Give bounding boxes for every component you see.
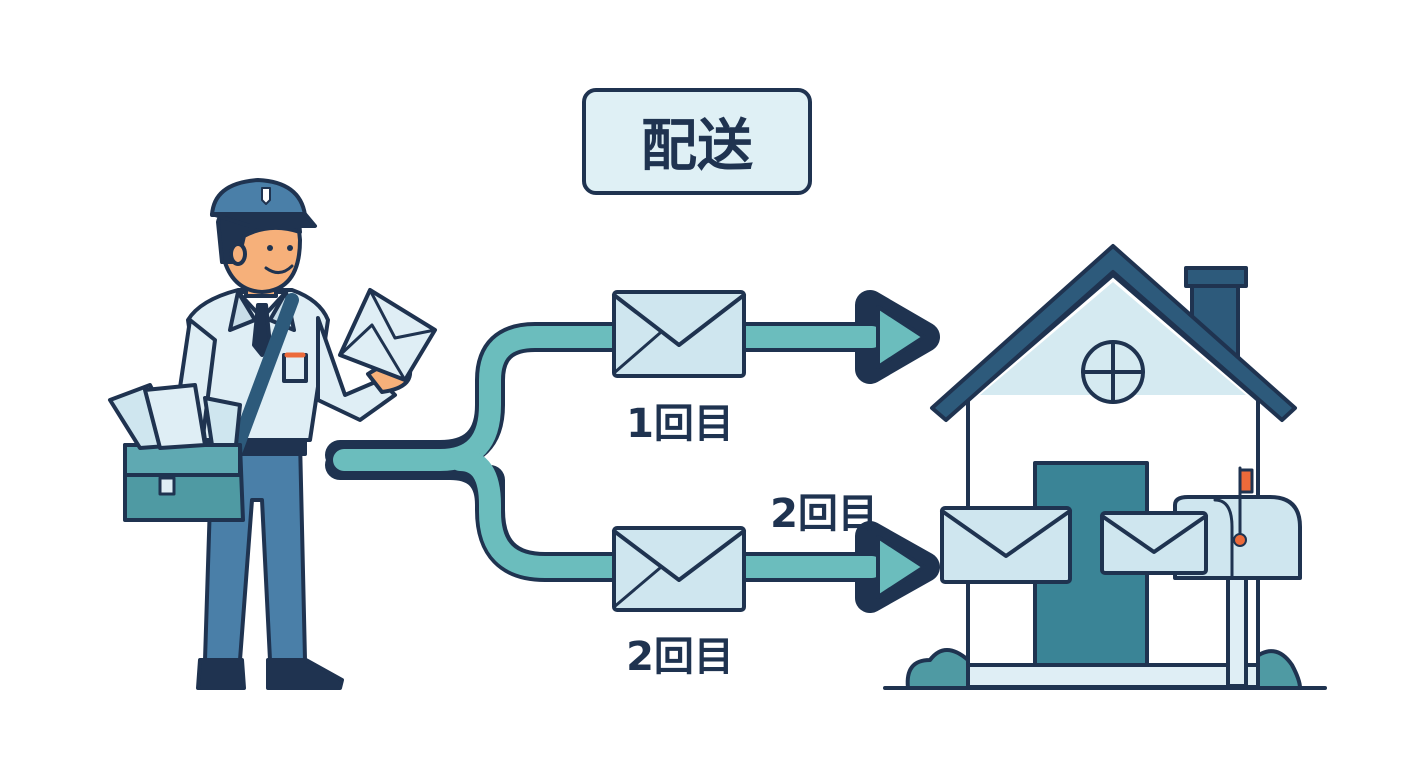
envelope-icon [940,506,1072,584]
arrow-icon [876,535,926,599]
upper-route-second-label: 2回目 [770,491,878,537]
title-box: 配送 [582,88,812,195]
diagram-title: 配送 [641,114,753,179]
arrow-icon [876,305,926,369]
delivery-routes [325,290,940,613]
envelope-icon [1100,511,1208,575]
house-icon [883,244,1327,690]
envelope-icon [612,290,746,378]
envelope-icon [612,526,746,612]
mail-carrier [108,178,437,690]
upper-route-label: 1回目 [626,401,734,447]
lower-route-label: 2回目 [626,634,734,680]
